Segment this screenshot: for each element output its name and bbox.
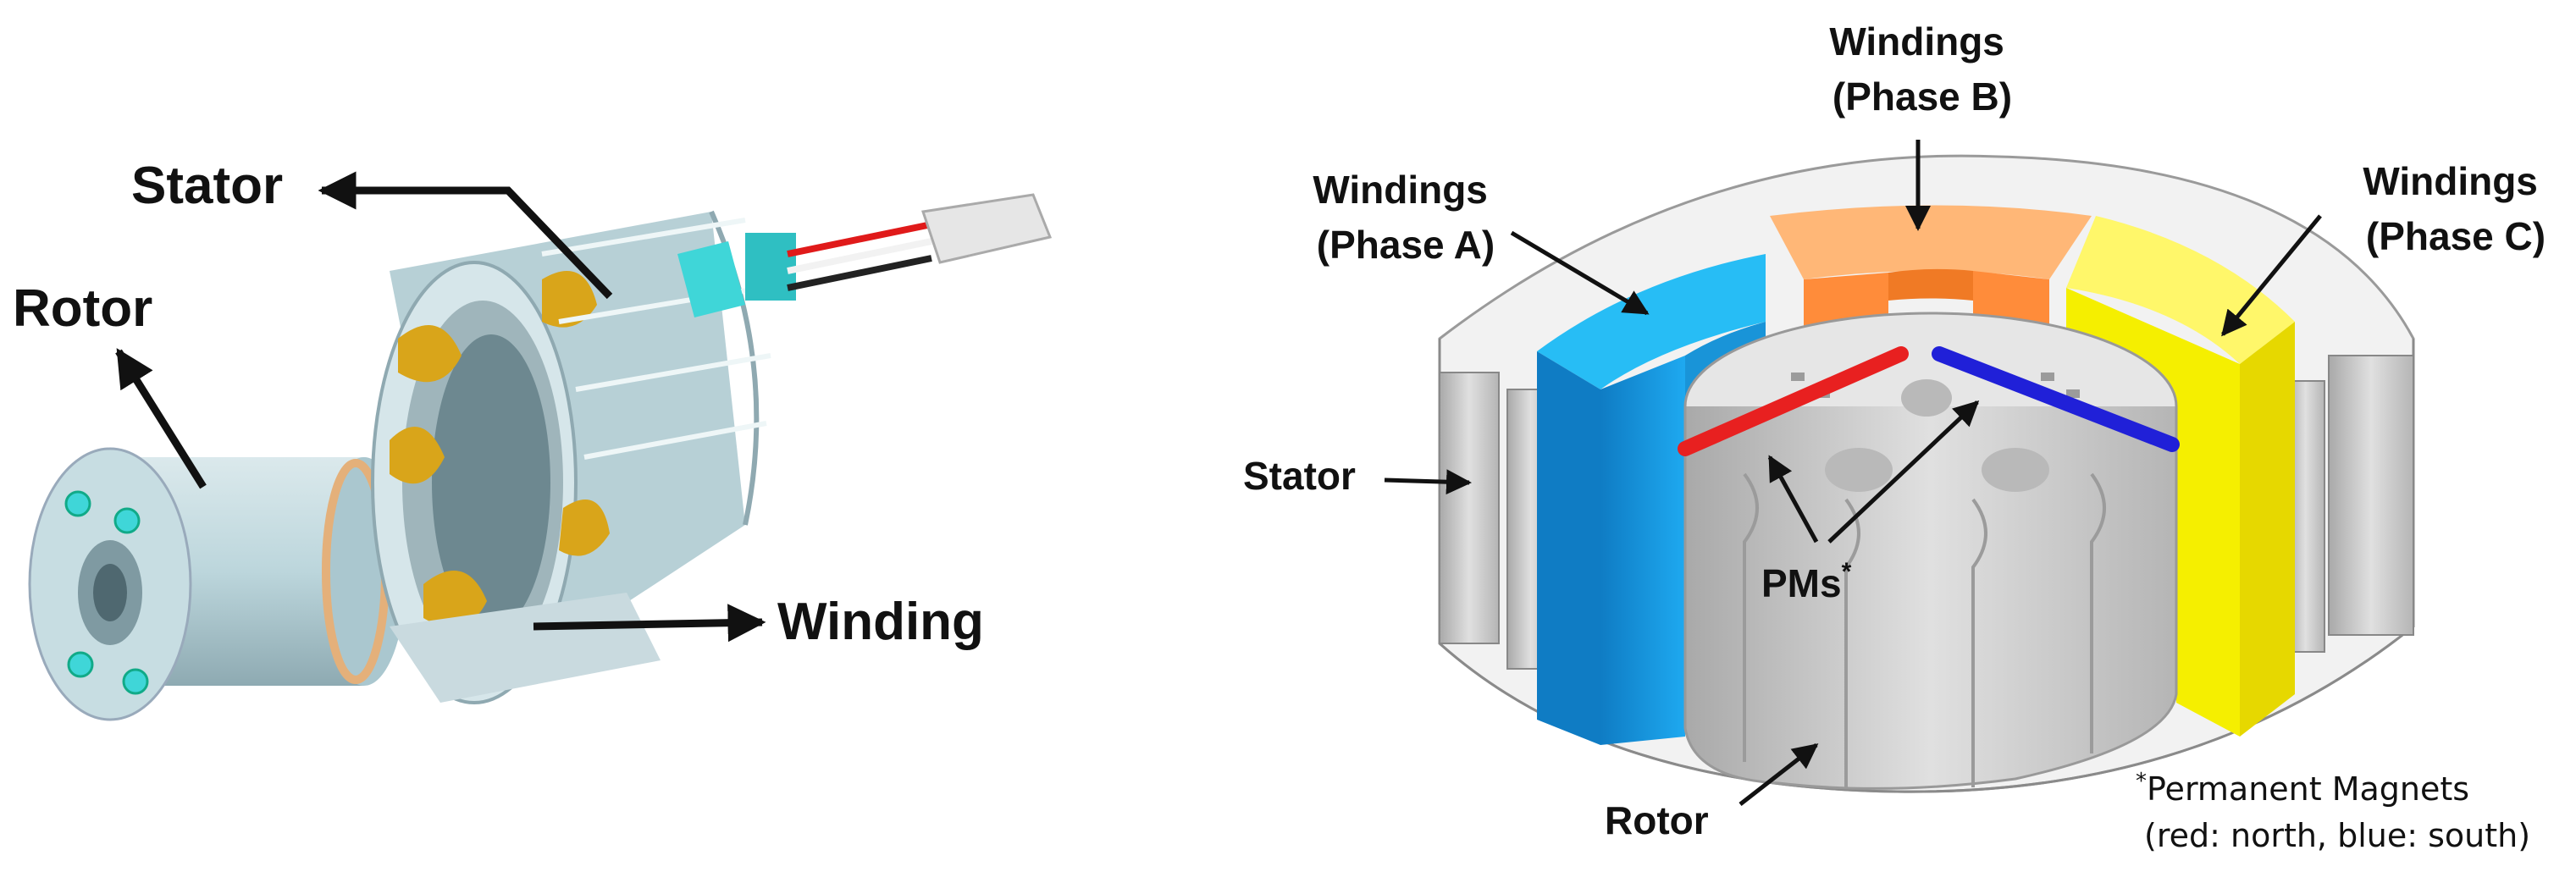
stator-label: Stator (131, 157, 283, 215)
stator-label-right: Stator (1243, 454, 1356, 498)
winding-arrow (533, 604, 766, 643)
windings-phase-c-label: Windings (Phase C) (2363, 159, 2548, 258)
footnote-line2: (red: north, blue: south) (2144, 817, 2530, 854)
stator-arrow-right (1384, 469, 1472, 495)
rotor-arrow-right (1739, 743, 1819, 806)
pms-label: PMs* (1761, 558, 1852, 605)
phase-a-arrow (1510, 230, 1650, 316)
cable-connector-illustration (677, 193, 1053, 317)
rotor-label: Rotor (13, 279, 152, 338)
rotor-core (1683, 312, 2178, 790)
pms-arrow-north (1767, 455, 1819, 544)
magnet-north (1678, 346, 1909, 456)
windings-phase-a-label: Windings (Phase A) (1313, 168, 1498, 267)
left-exploded-motor: Stator Rotor Winding (13, 157, 1053, 721)
winding-label: Winding (777, 593, 984, 651)
rotor-illustration (28, 447, 406, 721)
rotor-arrow (115, 348, 207, 489)
magnet-south (1932, 346, 2180, 452)
footnote-line1: *Permanent Magnets (2136, 769, 2469, 808)
pms-arrow-south (1827, 400, 1980, 544)
stator-arrow (318, 171, 613, 300)
windings-phase-b-label: Windings (Phase B) (1829, 19, 2015, 119)
rotor-label-right: Rotor (1605, 798, 1709, 842)
stator-illustration (371, 210, 771, 704)
right-motor-cross-section: Windings (Phase A) Windings (Phase B) Wi… (1243, 19, 2548, 854)
phase-c-arrow (2221, 214, 2322, 337)
